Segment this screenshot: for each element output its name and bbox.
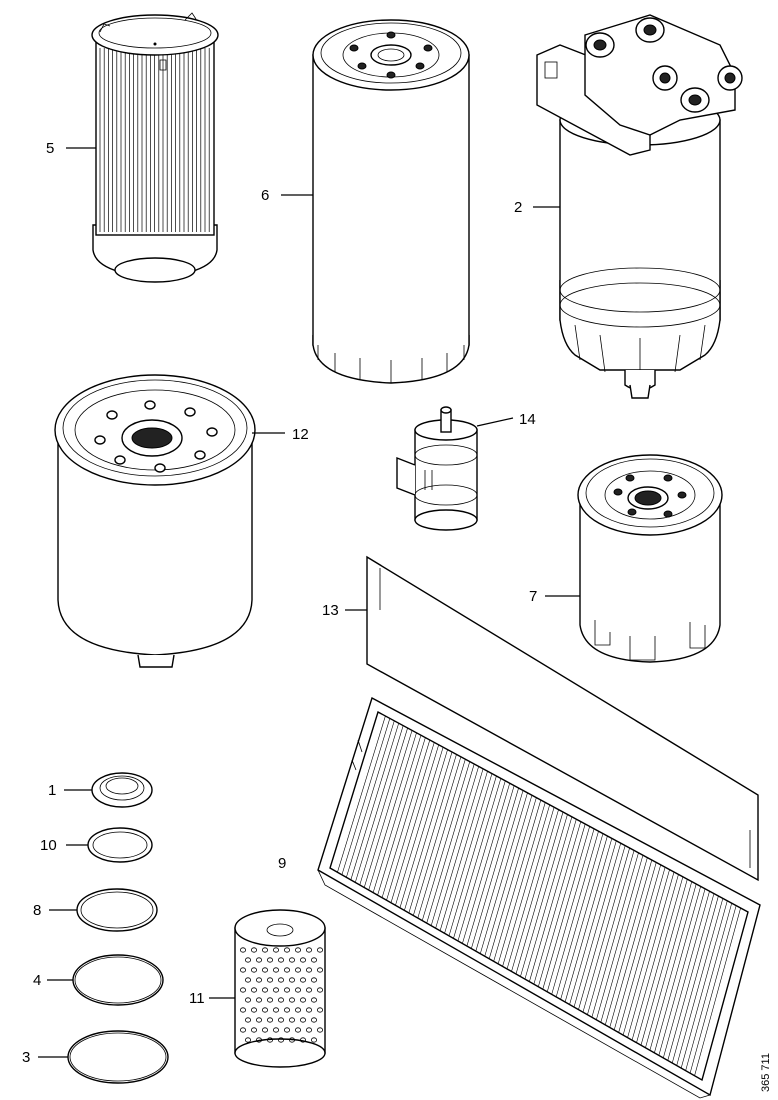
- callout-3: 3: [22, 1049, 30, 1066]
- part-12-spin-on-filter[interactable]: [54, 374, 256, 668]
- part-11-perforated-element[interactable]: [234, 909, 326, 1068]
- callout-12: 12: [292, 426, 309, 443]
- part-10-seal-ring[interactable]: [87, 827, 153, 863]
- drawing-reference-number: 365 711: [760, 1053, 772, 1092]
- callout-7: 7: [529, 588, 537, 605]
- part-13-gasket-sheet[interactable]: [366, 555, 759, 882]
- part-6-spin-on-filter[interactable]: [312, 19, 470, 384]
- callout-6: 6: [261, 187, 269, 204]
- part-9-panel-filter[interactable]: [317, 696, 761, 1099]
- callout-10: 10: [40, 837, 57, 854]
- callout-1: 1: [48, 782, 56, 799]
- part-3-o-ring[interactable]: [67, 1030, 169, 1084]
- part-14-inline-filter[interactable]: [396, 406, 478, 531]
- callout-9: 9: [278, 855, 286, 872]
- part-2-filter-housing[interactable]: [536, 14, 743, 399]
- callout-2: 2: [514, 199, 522, 216]
- callout-4: 4: [33, 972, 41, 989]
- callout-5: 5: [46, 140, 54, 157]
- callout-labels: 5 6 2 12 14 13 7 1 10 8 4 3 11 9: [22, 140, 537, 1066]
- leader-lines: [38, 147, 580, 1058]
- callout-11: 11: [189, 990, 205, 1007]
- part-4-o-ring[interactable]: [72, 954, 164, 1006]
- part-1-seal-ring[interactable]: [91, 772, 153, 808]
- callout-8: 8: [33, 902, 41, 919]
- part-5-filter-element[interactable]: [91, 12, 219, 283]
- callout-14: 14: [519, 411, 536, 428]
- part-7-spin-on-filter[interactable]: [577, 454, 723, 663]
- part-8-o-ring[interactable]: [76, 888, 158, 932]
- callout-13: 13: [322, 602, 339, 619]
